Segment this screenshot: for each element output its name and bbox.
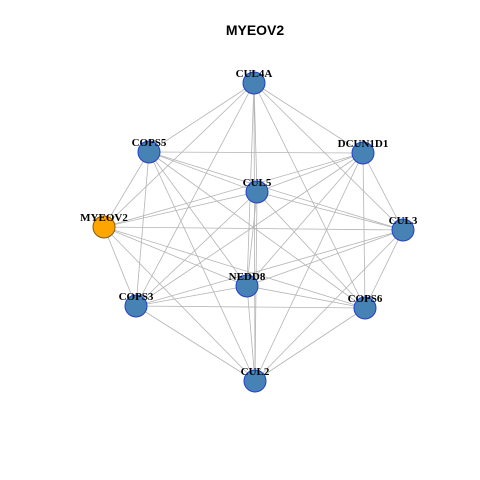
edge-cul4a-cops5 xyxy=(148,82,255,153)
diagram-title: MYEOV2 xyxy=(226,22,285,38)
node-label-cops3: COPS3 xyxy=(119,291,154,303)
edge-dcun1d1-cul2 xyxy=(254,152,364,382)
node-label-cops5: COPS5 xyxy=(132,137,167,149)
edge-dcun1d1-cops6 xyxy=(362,152,366,309)
node-label-cul3: CUL3 xyxy=(389,215,418,227)
edge-cul3-cops6 xyxy=(364,229,404,309)
edge-cul4a-cul2 xyxy=(253,82,256,382)
edge-cops5-cul5 xyxy=(148,151,258,193)
edge-cops5-nedd8 xyxy=(148,151,248,287)
edge-cops3-cops6 xyxy=(135,305,366,309)
node-cops5[interactable] xyxy=(137,140,161,164)
edge-cops5-myeov2 xyxy=(103,151,150,228)
edge-cul3-cops3 xyxy=(135,229,404,307)
edge-cul4a-dcun1d1 xyxy=(253,82,364,154)
edge-cops5-dcun1d1 xyxy=(148,151,364,154)
edge-dcun1d1-cops3 xyxy=(135,152,364,307)
edge-dcun1d1-cul3 xyxy=(362,152,404,231)
node-cul2[interactable] xyxy=(243,369,267,393)
edge-myeov2-cops6 xyxy=(103,226,366,309)
edge-cul4a-cul5 xyxy=(253,82,258,193)
edge-cops5-cul2 xyxy=(148,151,256,382)
node-nedd8[interactable] xyxy=(235,274,259,298)
edge-myeov2-cul2 xyxy=(103,226,256,382)
edge-cul3-nedd8 xyxy=(246,229,404,287)
node-cops6[interactable] xyxy=(353,296,377,320)
edge-cul5-cul3 xyxy=(256,191,404,231)
edge-myeov2-cul3 xyxy=(103,226,404,231)
edge-cul5-nedd8 xyxy=(246,191,258,287)
edge-myeov2-cops3 xyxy=(103,226,137,307)
edge-cops5-cops6 xyxy=(148,151,366,309)
edge-cul4a-cops3 xyxy=(135,82,255,307)
edge-dcun1d1-cul5 xyxy=(256,152,364,193)
edge-cul5-cops3 xyxy=(135,191,258,307)
node-dcun1d1[interactable] xyxy=(351,141,375,165)
node-label-cul5: CUL5 xyxy=(243,177,272,189)
edge-cops6-cul2 xyxy=(254,307,366,382)
edge-cul4a-myeov2 xyxy=(103,82,255,228)
edge-dcun1d1-myeov2 xyxy=(103,152,364,228)
edge-myeov2-nedd8 xyxy=(103,226,248,287)
node-cul4a[interactable] xyxy=(242,71,266,95)
node-label-cul4a: CUL4A xyxy=(236,68,273,80)
node-label-cul2: CUL2 xyxy=(241,366,270,378)
edge-layer xyxy=(103,82,404,382)
edge-cul5-cops6 xyxy=(256,191,366,309)
edge-dcun1d1-nedd8 xyxy=(246,152,364,287)
edge-nedd8-cops6 xyxy=(246,285,366,309)
node-layer xyxy=(92,71,415,393)
edge-cul4a-cops6 xyxy=(253,82,366,309)
node-label-dcun1d1: DCUN1D1 xyxy=(338,138,389,150)
edge-cul3-cul2 xyxy=(254,229,404,382)
edge-nedd8-cops3 xyxy=(135,285,248,307)
edge-nedd8-cul2 xyxy=(246,285,256,382)
edge-cops5-cul3 xyxy=(148,151,404,231)
node-myeov2[interactable] xyxy=(92,215,116,239)
edge-cul4a-cul3 xyxy=(253,82,404,231)
node-label-myeov2: MYEOV2 xyxy=(80,212,128,224)
edge-cul5-myeov2 xyxy=(103,191,258,228)
node-label-cops6: COPS6 xyxy=(348,293,383,305)
node-label-nedd8: NEDD8 xyxy=(229,271,266,283)
edge-cops3-cul2 xyxy=(135,305,256,382)
node-cul3[interactable] xyxy=(391,218,415,242)
node-cops3[interactable] xyxy=(124,294,148,318)
edge-cops5-cops3 xyxy=(135,151,150,307)
node-cul5[interactable] xyxy=(245,180,269,204)
